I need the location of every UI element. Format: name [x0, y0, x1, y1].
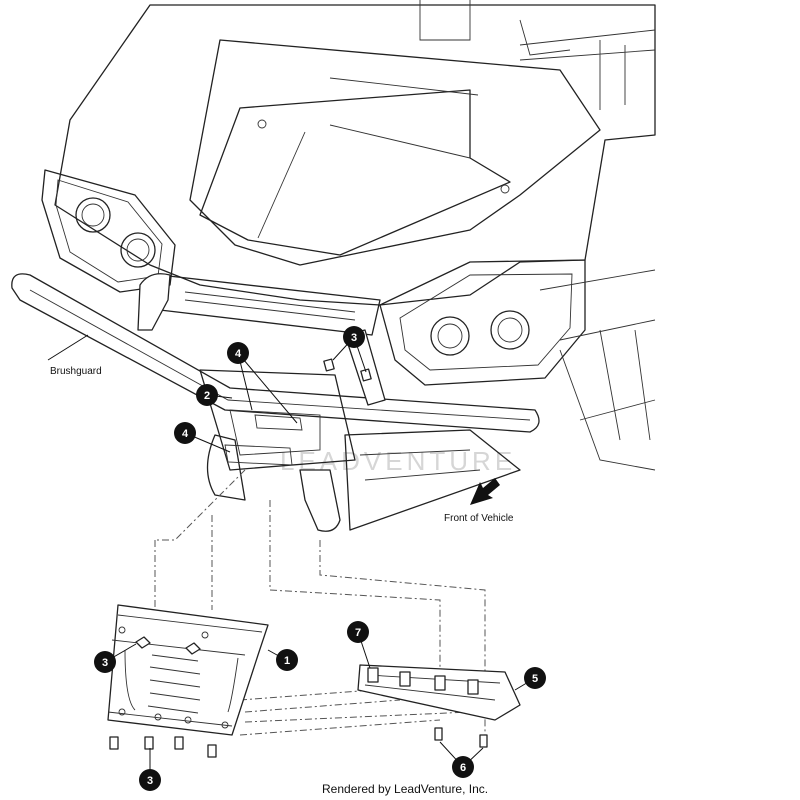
callout-6: 6 [452, 756, 474, 778]
bolts-bottom [109, 736, 217, 758]
svg-text:3: 3 [102, 657, 108, 669]
callout-4-upper: 4 [227, 342, 249, 364]
render-credit: Rendered by LeadVenture, Inc. [322, 782, 488, 796]
svg-text:1: 1 [284, 655, 290, 667]
front-arrow [470, 478, 500, 505]
brushguard [11, 273, 540, 532]
svg-text:5: 5 [532, 673, 538, 685]
svg-text:4: 4 [182, 428, 189, 440]
callout-4-lower: 4 [174, 422, 196, 444]
svg-text:2: 2 [204, 390, 210, 402]
bolt-pair-top [323, 358, 372, 382]
svg-text:3: 3 [351, 332, 357, 344]
svg-text:7: 7 [355, 627, 361, 639]
callout-3-bottom: 3 [139, 769, 161, 791]
mounting-bracket [357, 664, 521, 721]
brushguard-label: Brushguard [50, 366, 102, 377]
svg-text:3: 3 [147, 775, 153, 787]
arrow-icon [470, 478, 500, 505]
callout-2: 2 [196, 384, 218, 406]
vehicle-body [41, 0, 656, 471]
callout-5: 5 [524, 667, 546, 689]
callout-3-top: 3 [343, 326, 365, 348]
svg-text:6: 6 [460, 762, 466, 774]
callout-3-plate: 3 [94, 651, 116, 673]
svg-text:4: 4 [235, 348, 242, 360]
bolt-pair-bracket [434, 727, 488, 748]
callout-7: 7 [347, 621, 369, 643]
front-of-vehicle-label: Front of Vehicle [444, 513, 514, 524]
callout-1: 1 [276, 649, 298, 671]
skid-plate [107, 604, 269, 736]
